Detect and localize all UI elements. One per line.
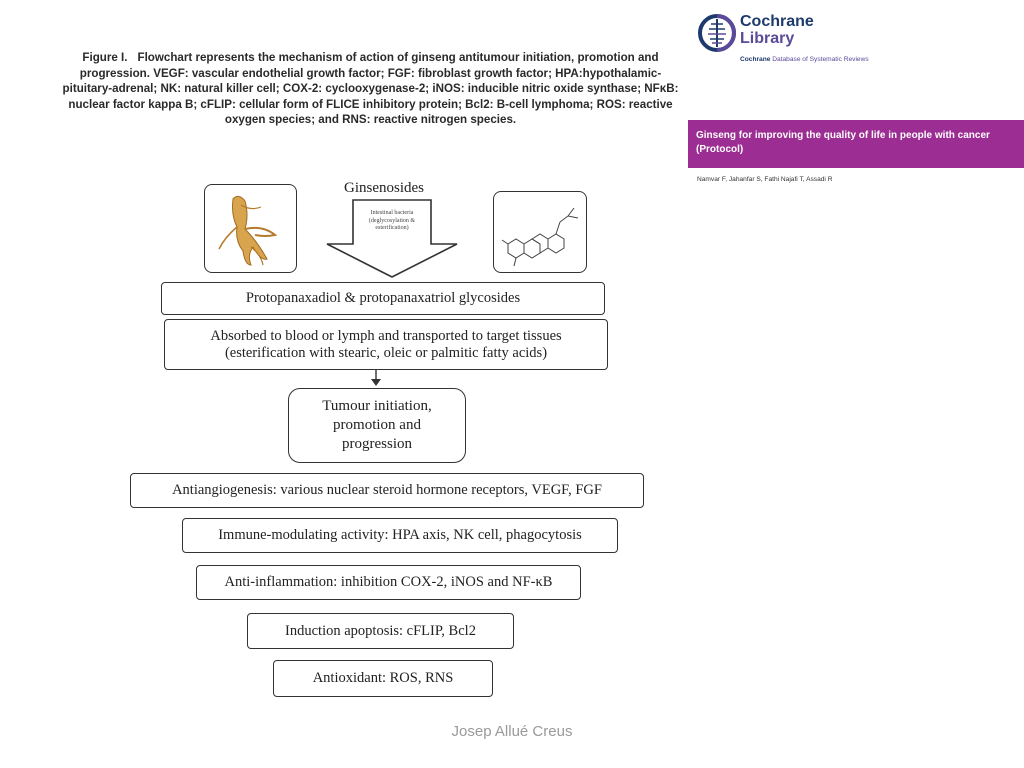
article-title-banner: Ginseng for improving the quality of lif… [688,120,1024,168]
absorption-line1: Absorbed to blood or lymph and transport… [210,327,562,344]
brand-name-line1: Cochrane [740,13,814,30]
cochrane-logo-icon [698,14,736,52]
effect-immune-box: Immune-modulating activity: HPA axis, NK… [182,518,618,553]
article-authors: Namvar F, Jahanfar S, Fathi Najafi T, As… [697,176,833,183]
absorption-box: Absorbed to blood or lymph and transport… [164,319,608,370]
effect-antiangiogenesis-box: Antiangiogenesis: various nuclear steroi… [130,473,644,508]
glycosides-text: Protopanaxadiol & protopanaxatriol glyco… [245,290,521,306]
figure-caption-text: Flowchart represents the mechanism of ac… [62,51,679,127]
brand-subtitle-bold: Cochrane [740,56,771,63]
effect-antioxidant-box: Antioxidant: ROS, RNS [273,660,493,697]
effect-anti-inflammation-box: Anti-inflammation: inhibition COX-2, iNO… [196,565,581,600]
down-arrow-icon [326,199,458,278]
ginseng-root-icon [218,195,278,266]
arrow-text: Intestinal bacteria (deglycosylation & e… [368,210,416,231]
tumour-line1: Tumour initiation, [322,398,432,414]
absorption-line2: (esterification with stearic, oleic or p… [224,344,548,361]
small-down-arrow-icon [371,369,381,386]
effect-immune-text: Immune-modulating activity: HPA axis, NK… [218,527,582,543]
tumour-line3: progression [342,436,412,452]
effect-antiangiogenesis-text: Antiangiogenesis: various nuclear steroi… [172,482,602,498]
effect-anti-inflammation-text: Anti-inflammation: inhibition COX-2, iNO… [224,574,553,590]
brand-subtitle: Cochrane Database of Systematic Reviews [740,56,869,63]
article-title: Ginseng for improving the quality of lif… [696,130,990,155]
figure-label: Figure I. [82,51,128,64]
chemical-structure-image [493,191,587,273]
brand-name-line2: Library [740,30,795,47]
glycosides-box: Protopanaxadiol & protopanaxatriol glyco… [161,282,605,315]
effect-antioxidant-text: Antioxidant: ROS, RNS [312,670,454,686]
figure-caption: Figure I.Flowchart represents the mechan… [58,50,683,128]
ginseng-root-image [204,184,297,273]
footer-author: Josep Allué Creus [451,723,573,740]
brand-name: Cochrane Library [740,13,814,47]
effect-apoptosis-text: Induction apoptosis: cFLIP, Bcl2 [285,622,476,639]
tumour-line2: promotion and [333,417,421,433]
molecule-structure-icon [501,207,579,267]
ginsenosides-label: Ginsenosides [344,180,424,196]
effect-apoptosis-box: Induction apoptosis: cFLIP, Bcl2 [247,613,514,649]
tumour-box: Tumour initiation, promotion and progres… [288,388,466,463]
brand-subtitle-rest: Database of Systematic Reviews [770,56,869,63]
